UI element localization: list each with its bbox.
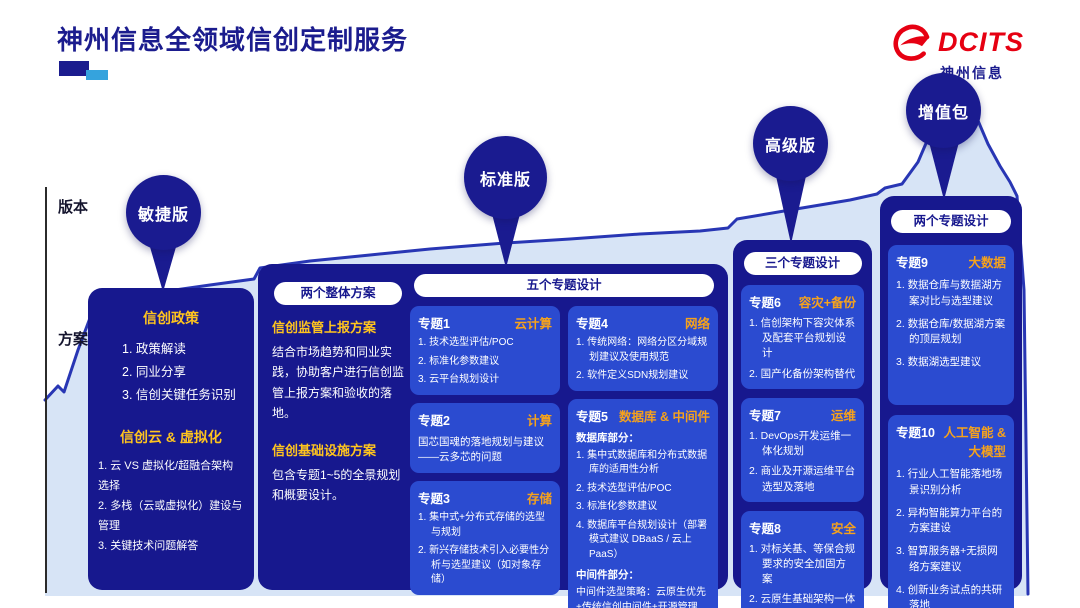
topic-name: 存储 [526,492,552,506]
axis-label-plan: 方案 [58,331,89,348]
list-item: 3. 关键技术问题解答 [98,539,199,552]
topic-name: 安全 [830,521,856,536]
topic-item: 2. 国产化备份架构替代 [749,367,856,380]
version-marker-standard: 标准版 [464,136,547,219]
topic-item: 国芯国魂的落地规划与建议——云多芯的问题 [418,435,544,464]
topic-name: 计算 [526,413,552,428]
version-marker-addon: 增值包 [906,73,981,148]
topic-item: 2. 异构智能算力平台的方案建设 [896,506,1003,535]
topic-item: 1. 对标关基、等保合规要求的安全加固方案 [749,542,856,586]
topic-name: 人工智能 & 大模型 [943,426,1006,459]
list-item: 3. 信创关键任务识别 [122,388,236,403]
topic-item: 1. 传统网络：网络分区分域规划建议及使用规范 [576,337,708,363]
topic-label: 专题2 [418,413,450,428]
topic-item: 4. 数据库平台规划设计（部署模式建议 DBaaS / 云上PaaS） [576,519,708,560]
list-item: 1. 政策解读 [122,342,186,356]
two-topics-pill: 两个专题设计 [891,210,1011,233]
topic-label: 专题1 [418,317,450,331]
topic-item: 1. 信创架构下容灾体系及配套平台规划设计 [749,317,856,360]
five-topics-section: 五个专题设计 专题1 云计算 1. 技术选型评估/POC 2. 标准化参数建议 … [410,274,718,608]
topic-name: 云计算 [514,317,552,331]
topic-name: 数据库 & 中间件 [619,409,710,424]
topic-subsection-title: 中间件部分： [576,569,639,581]
three-topics-pill: 三个专题设计 [743,252,862,275]
topic-name: 网络 [684,317,710,331]
topic-card-1: 专题1 云计算 1. 技术选型评估/POC 2. 标准化参数建议 3. 云平台规… [410,306,560,395]
company-logo: DCITS 神州信息 [892,22,1042,83]
topic-item: 2. 云原生基础架构一体化安全防护建设方案 [749,593,856,606]
section-title: 信创政策 [143,310,199,326]
title-accent-block-light [86,70,108,80]
axis-label-version: 版本 [58,199,89,216]
topic-item: 1. 技术选型评估/POC [418,337,514,348]
title-accent-block-dark [59,61,89,76]
list-item: 2. 多栈（云或虚拟化）建设与管理 [98,499,243,532]
topic-card-7: 专题7 运维 1. DevOps开发运维一体化规划 2. 商业及开源运维平台选型… [741,397,864,502]
panel-addon: 两个专题设计 专题9 大数据 1. 数据仓库与数据湖方案对比与选型建议 2. 数… [880,196,1022,608]
overall-plan-title: 信创监管上报方案 [272,320,377,335]
topic-item: 2. 软件定义SDN规划建议 [576,370,689,381]
topic-item: 3. 标准化参数建议 [576,501,658,512]
axis-line [45,187,47,593]
topic-label: 专题7 [749,408,781,423]
overall-plans-pill: 两个整体方案 [274,282,402,305]
topic-name: 容灾+备份 [798,296,856,310]
overall-plan-body: 结合市场趋势和同业实践，协助客户进行信创监管上报方案和验收的落地。 [272,345,405,421]
topic-card-4: 专题4 网络 1. 传统网络：网络分区分域规划建议及使用规范 2. 软件定义SD… [568,306,718,391]
topic-card-9: 专题9 大数据 1. 数据仓库与数据湖方案对比与选型建议 2. 数据仓库/数据湖… [888,245,1014,405]
topic-subsection-title: 数据库部分： [576,431,639,444]
topic-card-2: 专题2 计算 国芯国魂的落地规划与建议——云多芯的问题 [410,402,560,473]
topic-item: 3. 智算服务器+无损网络方案建议 [896,545,998,573]
topic-item: 2. 商业及开源运维平台选型及落地 [749,465,856,493]
topic-name: 大数据 [968,256,1006,270]
section-title: 信创云 & 虚拟化 [120,429,222,446]
topic-item: 2. 新兴存储技术引入必要性分析与选型建议（如对象存储） [418,545,550,585]
topic-label: 专题4 [576,317,608,331]
overall-plan-title: 信创基础设施方案 [272,442,377,458]
topic-item: 2. 技术选型评估/POC [576,482,672,494]
version-marker-advanced: 高级版 [753,106,828,181]
panel-standard: 两个整体方案 信创监管上报方案 结合市场趋势和同业实践，协助客户进行信创监管上报… [258,264,728,608]
topic-card-10: 专题10 人工智能 & 大模型 1. 行业人工智能落地场景识别分析 2. 异构智… [888,415,1014,608]
overall-plan-body: 包含专题1~5的全景规划和概要设计。 [272,467,401,502]
topic-item: 3. 数据湖选型建议 [896,356,982,368]
version-marker-agile: 敏捷版 [126,175,201,250]
list-item: 1. 云 VS 虚拟化/超融合架构选择 [98,460,234,493]
topic-label: 专题3 [418,492,450,506]
topic-label: 专题8 [749,521,781,536]
logo-brand-text: DCITS [938,26,1024,57]
topic-item: 1. 集中式+分布式存储的选型与规划 [418,512,545,538]
overall-plans-section: 两个整体方案 信创监管上报方案 结合市场趋势和同业实践，协助客户进行信创监管上报… [270,282,406,505]
topic-card-3: 专题3 存储 1. 集中式+分布式存储的选型与规划 2. 新兴存储技术引入必要性… [410,481,560,595]
topic-item: 4. 创新业务试点的共研落地 [896,583,1003,608]
topic-item: 1. 数据仓库与数据湖方案对比与选型建议 [896,279,1003,307]
five-topics-pill: 五个专题设计 [414,274,714,297]
panel-agile: 信创政策 1. 政策解读 2. 同业分享 3. 信创关键任务识别 信创云 & 虚… [88,288,254,590]
topic-card-8: 专题8 安全 1. 对标关基、等保合规要求的安全加固方案 2. 云原生基础架构一… [741,510,864,608]
list-item: 2. 同业分享 [122,365,186,380]
topic-item: 2. 数据仓库/数据湖方案的顶层规划 [896,317,1006,346]
topic-item: 1. 集中式数据库和分布式数据库的适用性分析 [576,449,708,476]
topic-item: 中间件选型策略：云原生优先+传统信创中间件+开源管理 [576,587,706,608]
topic-item: 3. 云平台规划设计 [418,374,500,385]
topic-item: 2. 标准化参数建议 [418,355,500,367]
topic-card-5: 专题5 数据库 & 中间件 数据库部分： 1. 集中式数据库和分布式数据库的适用… [568,398,718,608]
dcits-swoosh-icon [893,24,930,61]
topic-item: 1. DevOps开发运维一体化规划 [749,429,852,458]
page-title: 神州信息全领域信创定制服务 [57,25,409,55]
topic-label: 专题9 [896,256,928,270]
topic-label: 专题6 [749,296,781,310]
panel-advanced: 三个专题设计 专题6 容灾+备份 1. 信创架构下容灾体系及配套平台规划设计 2… [733,240,872,608]
topic-card-6: 专题6 容灾+备份 1. 信创架构下容灾体系及配套平台规划设计 2. 国产化备份… [741,285,864,389]
topic-item: 1. 行业人工智能落地场景识别分析 [896,468,1003,496]
topic-label: 专题10 [896,426,935,440]
topic-name: 运维 [830,408,856,423]
topic-label: 专题5 [576,409,608,424]
